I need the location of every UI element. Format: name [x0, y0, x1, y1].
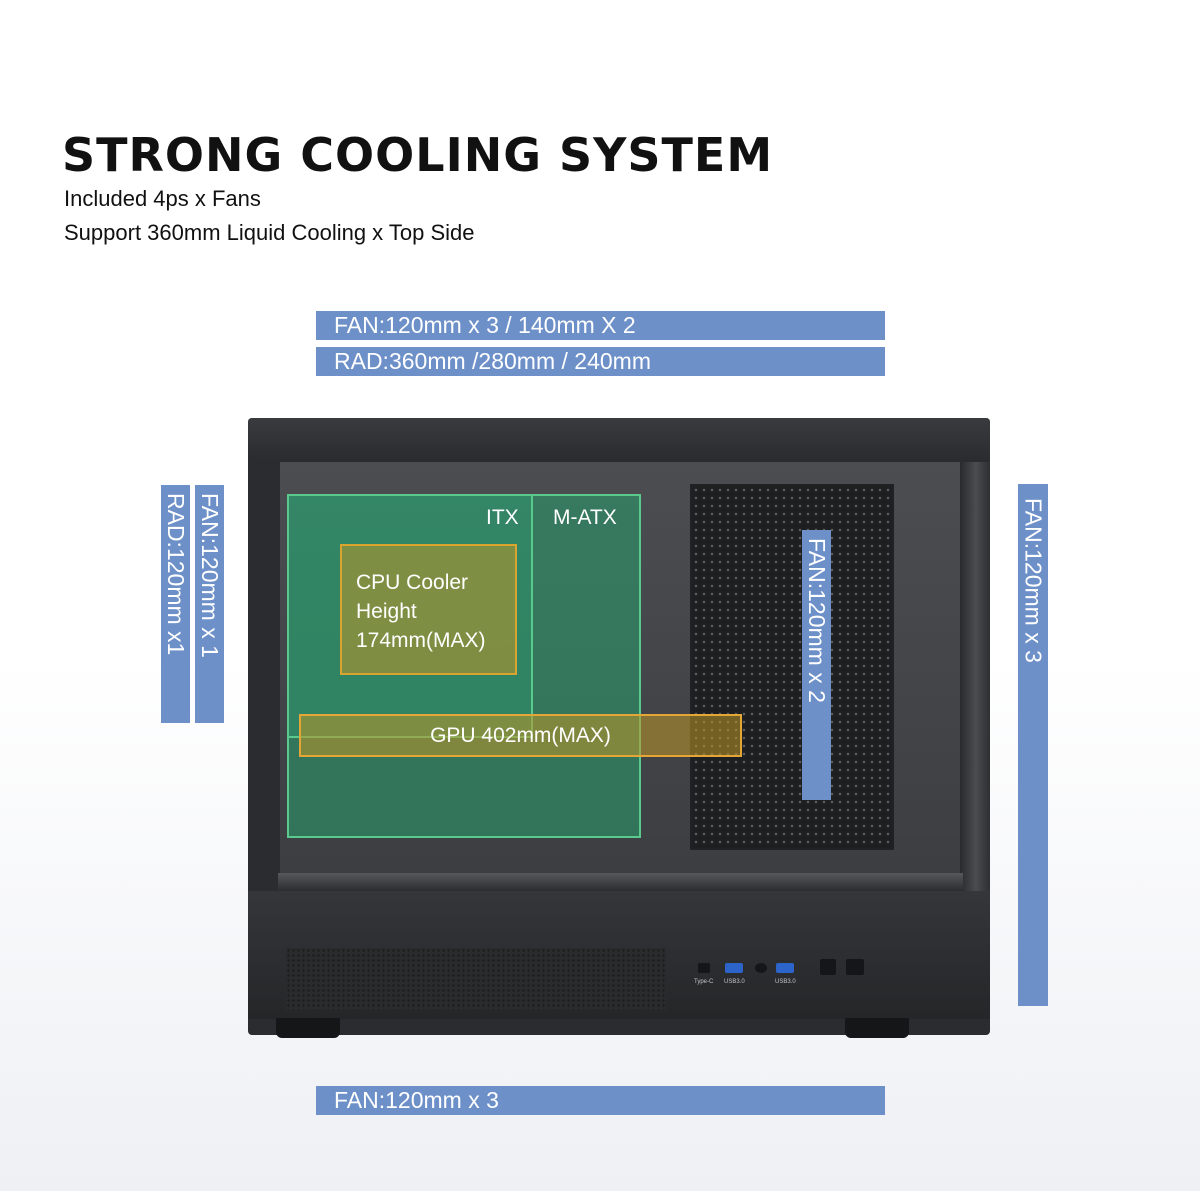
- top-rad-bar: RAD:360mm /280mm / 240mm: [316, 347, 885, 376]
- usb-label-2: USB3.0: [775, 979, 796, 985]
- audio-jack-icon: [755, 963, 767, 973]
- gpu-label: GPU 402mm(MAX): [430, 723, 611, 747]
- case-foot-right: [845, 1018, 909, 1038]
- subtitle-fans: Included 4ps x Fans: [64, 186, 261, 211]
- gpu-length-area: GPU 402mm(MAX): [299, 714, 742, 757]
- top-fan-bar: FAN:120mm x 3 / 140mm X 2: [316, 311, 885, 340]
- left-fan-bar: FAN:120mm x 1: [195, 485, 224, 723]
- usb-port-1: [725, 963, 743, 973]
- usb-port-2: [776, 963, 794, 973]
- cpu-cooler-line3: 174mm(MAX): [356, 629, 486, 652]
- case-foot-left: [276, 1018, 340, 1038]
- reset-button-icon: [820, 959, 836, 975]
- usb-label-1: USB3.0: [724, 979, 745, 985]
- bottom-fan-bar: FAN:120mm x 3: [316, 1086, 885, 1115]
- case-front-edge: [962, 462, 990, 892]
- type-c-label: Type-C: [694, 979, 714, 985]
- psu-shroud-edge: [278, 873, 963, 891]
- cpu-cooler-line1: CPU Cooler: [356, 571, 469, 594]
- cpu-cooler-line2: Height: [356, 600, 417, 623]
- psu-vent-grill: [286, 948, 666, 1010]
- left-fan-label: FAN:120mm x 1: [197, 493, 223, 658]
- top-fan-label: FAN:120mm x 3 / 140mm X 2: [334, 312, 636, 338]
- page-title: STRONG COOLING SYSTEM: [62, 128, 774, 182]
- case-top-panel: [248, 418, 990, 462]
- left-rad-bar: RAD:120mm x1: [161, 485, 190, 723]
- front-fan-label: FAN:120mm x 2: [804, 538, 830, 703]
- top-rad-label: RAD:360mm /280mm / 240mm: [334, 348, 651, 374]
- subtitle-liquid-cooling: Support 360mm Liquid Cooling x Top Side: [64, 220, 475, 245]
- right-fan-label: FAN:120mm x 3: [1020, 498, 1047, 663]
- right-fan-bar: FAN:120mm x 3: [1018, 484, 1048, 1006]
- type-c-port: [698, 963, 710, 973]
- cpu-cooler-area: CPU Cooler Height 174mm(MAX): [340, 544, 517, 675]
- itx-label: ITX: [486, 506, 519, 529]
- power-button-icon: [846, 959, 864, 975]
- front-fan-bar: FAN:120mm x 2: [802, 530, 831, 800]
- bottom-fan-label: FAN:120mm x 3: [334, 1087, 499, 1113]
- left-rad-label: RAD:120mm x1: [163, 493, 189, 656]
- front-mesh-panel: [690, 484, 894, 850]
- matx-label: M-ATX: [553, 506, 617, 529]
